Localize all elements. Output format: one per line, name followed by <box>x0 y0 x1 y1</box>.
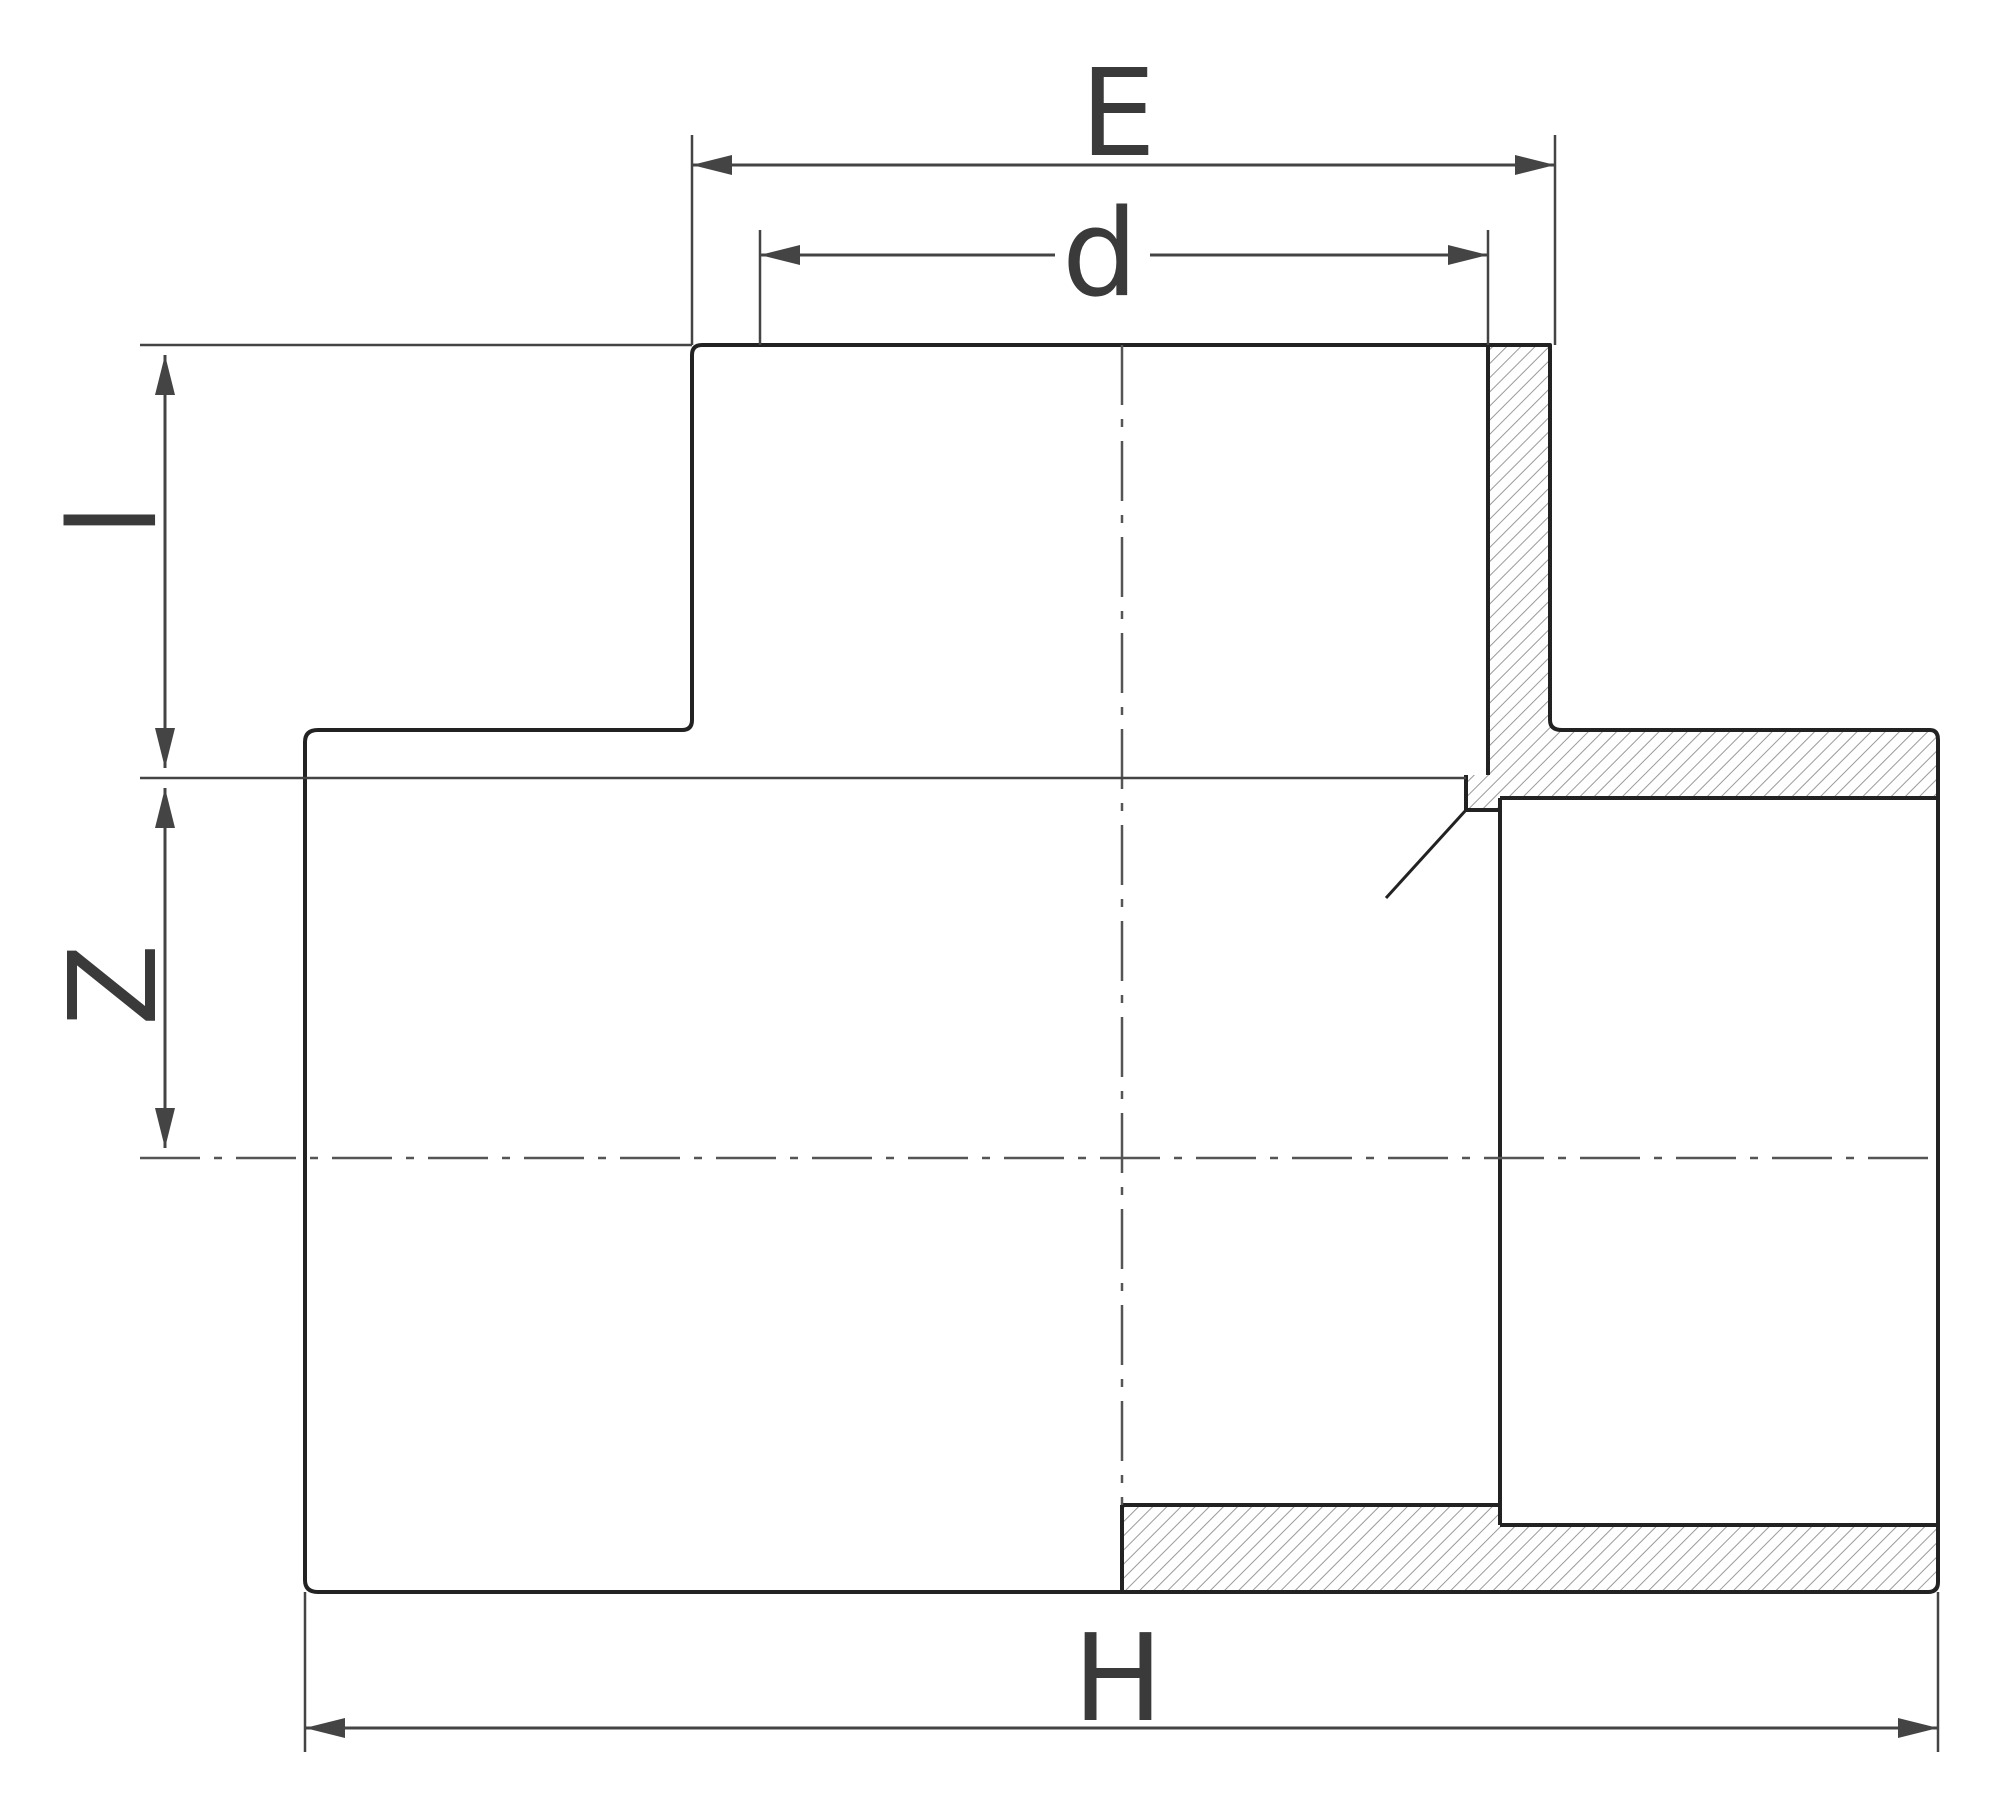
branch-wall-hatch <box>1466 345 1938 810</box>
label-d: d <box>1062 185 1138 324</box>
extension-lines <box>140 135 1940 1752</box>
label-E: E <box>1080 45 1156 184</box>
run-wall-hatch <box>1122 1505 1938 1592</box>
fitting-outline <box>303 343 1940 1594</box>
dimension-lines <box>155 155 1938 1738</box>
label-H: H <box>1073 1610 1163 1749</box>
label-l: l <box>45 503 184 536</box>
leader-line <box>1384 808 1468 900</box>
label-Z: Z <box>45 944 184 1026</box>
